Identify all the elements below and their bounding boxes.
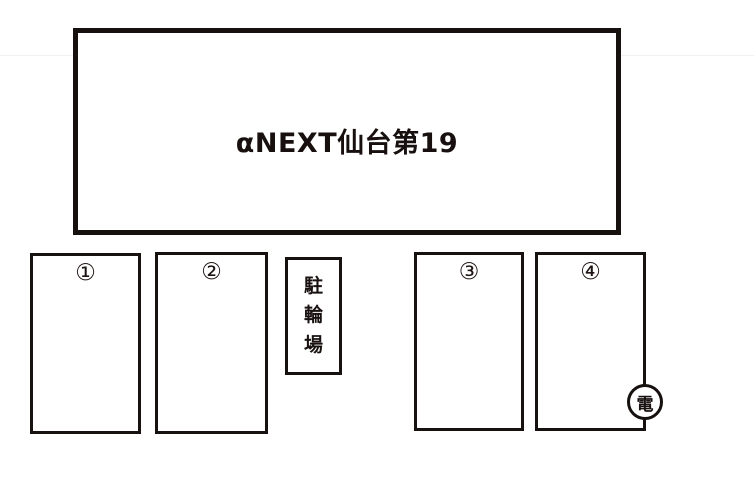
bicycle-parking-area[interactable]: 駐 輪 場	[285, 257, 342, 375]
electric-outlet-marker-icon[interactable]: 電	[627, 384, 663, 420]
bicycle-parking-char-1: 駐	[303, 275, 323, 297]
parking-stall-3[interactable]: ③	[414, 252, 524, 431]
parking-stall-4-number: ④	[580, 259, 601, 285]
parking-stall-1-number: ①	[75, 260, 96, 286]
parking-stall-3-number: ③	[458, 259, 480, 285]
parking-stall-1[interactable]: ①	[30, 253, 141, 434]
bicycle-parking-label: 駐 輪 場	[288, 272, 339, 360]
parking-stall-2[interactable]: ②	[155, 252, 268, 434]
building-name-label: αNEXT仙台第19	[235, 128, 459, 159]
parking-stall-2-number: ②	[201, 259, 222, 285]
building-outline: αNEXT仙台第19	[73, 28, 621, 235]
bicycle-parking-char-2: 輪	[303, 304, 323, 327]
bicycle-parking-char-3: 場	[303, 333, 323, 356]
